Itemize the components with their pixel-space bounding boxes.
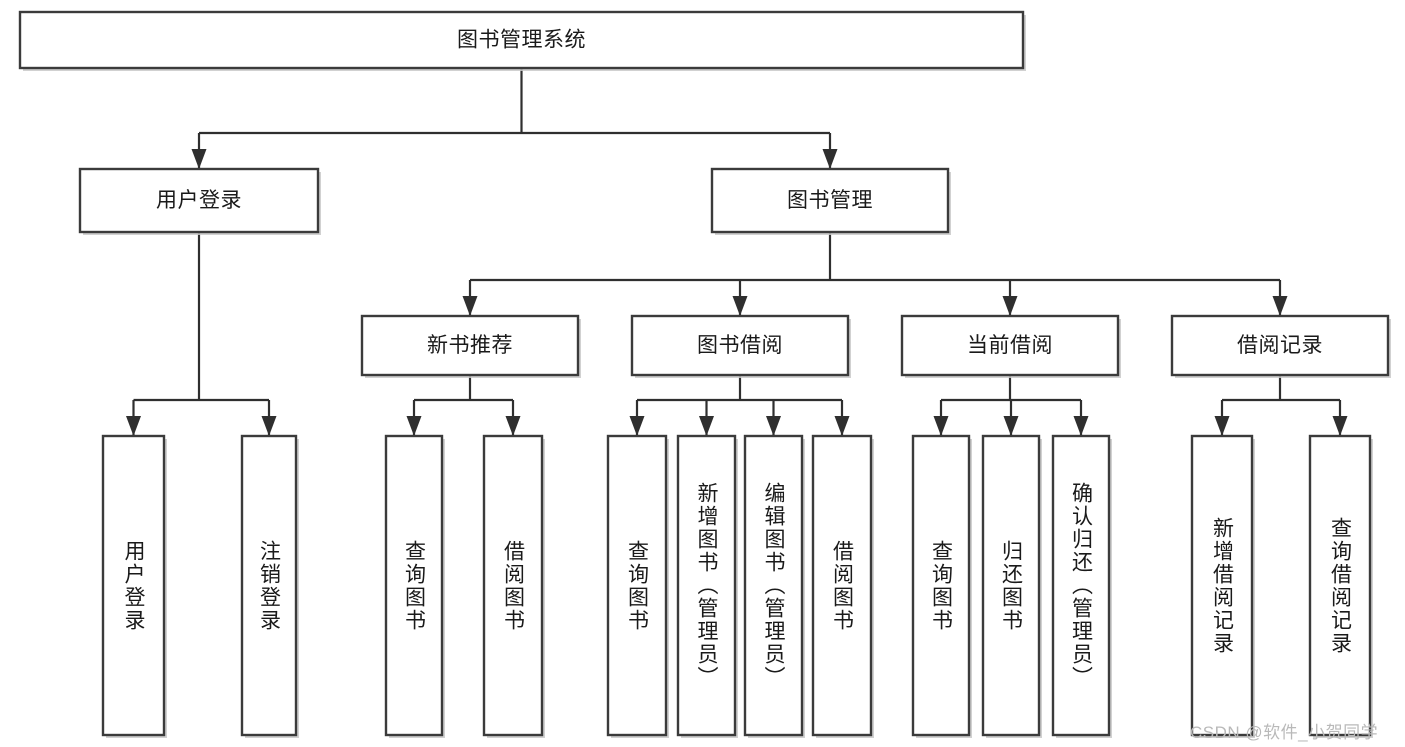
node-box-user-login[interactable] — [78, 167, 320, 234]
arrow-head-icon — [406, 416, 422, 436]
connector-layer — [126, 68, 1348, 436]
arrow-head-icon — [766, 416, 781, 436]
node-box-leaf-user-login[interactable] — [101, 434, 166, 737]
arrow-head-icon — [462, 296, 478, 316]
arrow-head-icon — [1002, 296, 1018, 316]
node-box-leaf-confirm-return-admin[interactable] — [1051, 434, 1111, 737]
node-label-root: 图书管理系统 — [457, 29, 586, 52]
node-box-leaf-user-logout[interactable] — [240, 434, 298, 737]
arrow-head-icon — [699, 416, 714, 436]
arrow-head-icon — [629, 416, 645, 436]
node-label-new-book-recommend: 新书推荐 — [427, 334, 513, 357]
arrow-head-icon — [191, 149, 207, 169]
arrow-head-icon — [261, 416, 277, 436]
node-box-book-manage[interactable] — [710, 167, 950, 234]
node-box-leaf-query-book-borrow[interactable] — [606, 434, 668, 737]
arrow-head-icon — [126, 416, 141, 436]
node-box-leaf-query-book-recommend[interactable] — [384, 434, 444, 737]
node-box-current-borrow[interactable] — [900, 314, 1120, 377]
node-label-user-login: 用户登录 — [156, 189, 242, 212]
node-box-leaf-query-borrow-record[interactable] — [1308, 434, 1372, 737]
node-label-borrow-record: 借阅记录 — [1237, 334, 1323, 357]
node-label-current-borrow: 当前借阅 — [967, 334, 1053, 357]
node-box-borrow-record[interactable] — [1170, 314, 1390, 377]
node-label-book-manage: 图书管理 — [787, 189, 873, 212]
arrow-head-icon — [1332, 416, 1348, 436]
arrow-head-icon — [933, 416, 949, 436]
node-box-leaf-add-book-admin[interactable] — [676, 434, 737, 737]
node-box-leaf-add-borrow-record[interactable] — [1190, 434, 1254, 737]
node-box-leaf-edit-book-admin[interactable] — [743, 434, 804, 737]
node-box-leaf-query-book-current[interactable] — [911, 434, 971, 737]
arrow-head-icon — [1272, 296, 1288, 316]
arrow-head-icon — [732, 296, 748, 316]
node-box-leaf-return-book[interactable] — [981, 434, 1041, 737]
arrow-head-icon — [505, 416, 521, 436]
node-box-new-book-recommend[interactable] — [360, 314, 580, 377]
node-label-book-borrow: 图书借阅 — [697, 334, 783, 357]
arrow-head-icon — [1073, 416, 1089, 436]
node-box-leaf-borrow-book[interactable] — [811, 434, 873, 737]
arrow-head-icon — [834, 416, 850, 436]
csdn-watermark: CSDN @软件_小贺同学 — [1190, 723, 1379, 742]
node-box-leaf-borrow-book-recommend[interactable] — [482, 434, 544, 737]
node-box-root[interactable] — [18, 10, 1025, 70]
arrow-head-icon — [822, 149, 838, 169]
arrow-head-icon — [1003, 416, 1019, 436]
arrow-head-icon — [1214, 416, 1230, 436]
node-box-book-borrow[interactable] — [630, 314, 850, 377]
